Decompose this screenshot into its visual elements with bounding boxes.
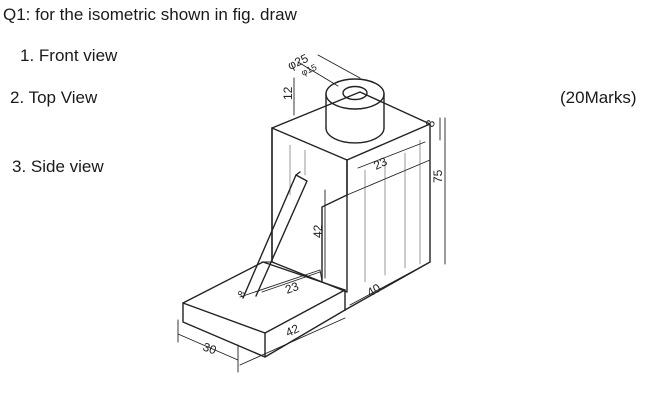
dim-rib-height: 42 [311, 224, 325, 238]
dim-top-depth: 23 [371, 154, 389, 172]
cylindrical-boss [325, 78, 385, 144]
vertical-wall [261, 91, 431, 311]
item-side-view: 3. Side view [12, 157, 104, 176]
rib [242, 171, 308, 299]
marks-label: (20Marks) [560, 88, 637, 107]
dim-base-depth: 42 [283, 321, 301, 339]
dim-base-inner: 23 [283, 279, 301, 297]
dim-boss-height: 12 [281, 86, 295, 100]
dim-rib-thk: 8 [236, 289, 249, 300]
item-front-view: 1. Front view [20, 46, 118, 65]
dimension-lines [177, 54, 446, 373]
dim-top-thickness: 8 [423, 118, 439, 129]
dim-base-width: 30 [201, 340, 219, 358]
item-top-view: 2. Top View [10, 88, 98, 107]
dim-base-length: 40 [365, 281, 384, 300]
dim-total-height: 75 [431, 169, 445, 183]
question-text: Q1: for the isometric shown in fig. draw [3, 5, 297, 24]
